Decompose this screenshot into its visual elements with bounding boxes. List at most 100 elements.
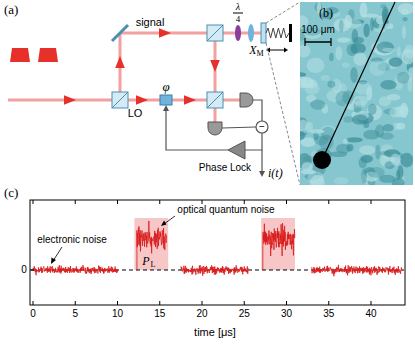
x-tick bbox=[371, 301, 372, 305]
y-tick-label: 0 bbox=[21, 265, 27, 275]
texture-spot bbox=[346, 137, 363, 142]
arrow-head bbox=[259, 171, 265, 177]
mirror bbox=[112, 25, 128, 41]
axis-title: time [μs] bbox=[194, 327, 236, 338]
wall bbox=[289, 24, 292, 42]
x-tick-label: 10 bbox=[112, 309, 123, 319]
x-tick-label: 35 bbox=[323, 309, 334, 319]
texture-spot bbox=[337, 37, 350, 42]
texture-spot bbox=[334, 177, 349, 185]
texture-spot bbox=[398, 165, 404, 179]
texture-spot bbox=[310, 99, 325, 109]
texture-spot bbox=[361, 168, 367, 183]
texture-spot bbox=[384, 23, 393, 29]
beam-splitter bbox=[207, 25, 223, 41]
x-tick-label: 20 bbox=[196, 309, 207, 319]
texture-spot bbox=[353, 96, 369, 106]
texture-spot bbox=[310, 175, 325, 185]
texture-spot bbox=[350, 67, 358, 83]
x-tick-label: 0 bbox=[30, 309, 36, 319]
arrow-head bbox=[163, 105, 169, 111]
panel-label: (a) bbox=[4, 3, 18, 16]
x-tick bbox=[328, 301, 329, 305]
texture-spot bbox=[347, 144, 354, 151]
input-pulses bbox=[5, 48, 63, 62]
texture-spot bbox=[400, 103, 408, 118]
texture-spot bbox=[344, 15, 352, 29]
beam-arrow bbox=[136, 95, 148, 105]
leader-line bbox=[53, 247, 62, 261]
image-texture bbox=[300, 2, 413, 185]
waveplate-label: λ bbox=[236, 2, 240, 12]
pulse-window bbox=[134, 218, 168, 270]
annotation: electronic noise bbox=[37, 235, 106, 245]
annotation: optical quantum noise bbox=[177, 205, 274, 215]
texture-spot bbox=[300, 72, 306, 76]
texture-spot bbox=[351, 44, 357, 54]
texture-spot bbox=[321, 75, 330, 81]
texture-spot bbox=[327, 81, 335, 88]
wire bbox=[166, 109, 228, 150]
beam-splitter-diagonal bbox=[207, 25, 223, 41]
x-tick-label: 30 bbox=[281, 309, 292, 319]
texture-spot bbox=[380, 132, 394, 139]
texture-spot bbox=[389, 57, 403, 66]
beam-arrow bbox=[64, 95, 76, 105]
texture-spot bbox=[353, 52, 366, 66]
y-tick bbox=[30, 270, 34, 271]
signal-output-label: i(t) bbox=[268, 167, 283, 179]
quarter-waveplate bbox=[235, 25, 241, 41]
image-ground bbox=[300, 2, 413, 185]
texture-spot bbox=[391, 154, 401, 166]
leader-line bbox=[164, 216, 175, 224]
optical-noise-trace bbox=[263, 223, 295, 270]
x-tick bbox=[244, 301, 245, 305]
amplifier bbox=[228, 141, 245, 159]
x-tick bbox=[75, 200, 76, 204]
x-tick bbox=[202, 200, 203, 204]
x-tick-label: 5 bbox=[72, 309, 78, 319]
texture-spot bbox=[369, 60, 386, 76]
x-tick bbox=[117, 200, 118, 204]
x-tick bbox=[244, 200, 245, 204]
lens bbox=[248, 24, 254, 42]
scale-bar-end bbox=[304, 38, 305, 46]
arrow-head bbox=[161, 221, 167, 227]
electronic-noise-trace bbox=[312, 265, 402, 276]
wire bbox=[222, 127, 256, 128]
texture-spot bbox=[397, 72, 410, 84]
texture-spot bbox=[335, 46, 342, 60]
scale-bar bbox=[305, 41, 331, 43]
beam-splitter bbox=[207, 92, 223, 108]
movable-mirror bbox=[261, 23, 266, 43]
texture-spot bbox=[380, 151, 392, 156]
phase-modulator bbox=[160, 95, 172, 105]
x-tick bbox=[202, 301, 203, 305]
time-trace bbox=[30, 200, 405, 305]
texture-spot bbox=[329, 53, 334, 61]
beam-arrow bbox=[115, 56, 125, 68]
x-tick bbox=[33, 301, 34, 305]
mirror-position-label: X bbox=[249, 44, 256, 56]
beam-splitter-diagonal bbox=[207, 92, 223, 108]
x-tick bbox=[286, 200, 287, 204]
texture-spot bbox=[401, 9, 409, 15]
texture-spot bbox=[361, 155, 373, 163]
texture-spot bbox=[370, 18, 374, 32]
texture-spot bbox=[402, 26, 406, 39]
displacement-arrow bbox=[268, 50, 286, 51]
wire bbox=[261, 150, 262, 172]
beam-splitter-diagonal bbox=[112, 92, 128, 108]
x-tick-label: 15 bbox=[154, 309, 165, 319]
subscript-label: L bbox=[151, 261, 156, 269]
plot-frame bbox=[30, 200, 405, 305]
photodetector bbox=[208, 122, 222, 135]
electronic-noise-trace bbox=[181, 265, 248, 275]
waveplate-label: 4 bbox=[236, 15, 241, 24]
scale-label: 100 μm bbox=[301, 25, 335, 35]
laser-beam bbox=[214, 108, 217, 122]
x-tick-label: 25 bbox=[239, 309, 250, 319]
x-tick bbox=[286, 301, 287, 305]
electronic-noise-trace bbox=[33, 265, 117, 275]
texture-spot bbox=[300, 77, 308, 89]
